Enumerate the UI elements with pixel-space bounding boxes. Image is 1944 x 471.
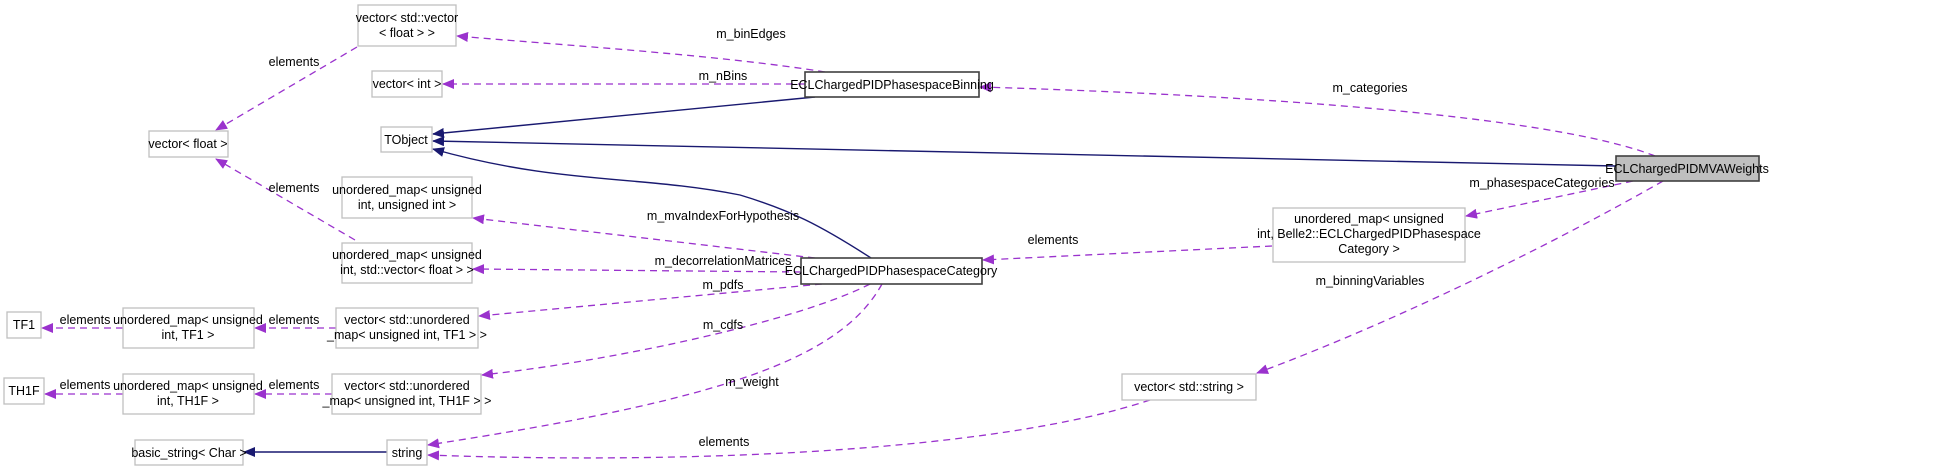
node-tobject[interactable]: TObject bbox=[380, 126, 433, 153]
edge-elements-umvec bbox=[215, 158, 356, 241]
svg-text:basic_string< Char >: basic_string< Char > bbox=[131, 446, 246, 460]
svg-text:int, unsigned int >: int, unsigned int > bbox=[358, 198, 456, 212]
node-vector-string[interactable]: vector< std::string > bbox=[1121, 373, 1257, 401]
svg-text:int, Belle2::ECLChargedPIDPhas: int, Belle2::ECLChargedPIDPhasespace bbox=[1257, 227, 1481, 241]
node-basic-string[interactable]: basic_string< Char > bbox=[131, 439, 247, 466]
edge-phasespace-categories bbox=[1465, 180, 1634, 219]
edge-labels: m_binEdges m_nBins m_categories elements… bbox=[60, 27, 1615, 449]
node-tf1[interactable]: TF1 bbox=[6, 311, 42, 339]
node-mva-weights[interactable]: ECLChargedPIDMVAWeights bbox=[1605, 155, 1769, 182]
node-phasespace-binning[interactable]: ECLChargedPIDPhasespaceBinning bbox=[790, 71, 994, 98]
edge-bin-edges bbox=[456, 31, 826, 73]
svg-text:vector< std::string >: vector< std::string > bbox=[1134, 380, 1244, 394]
edge-label-elements: elements bbox=[269, 55, 320, 69]
svg-text:_map< unsigned int, TH1F > >: _map< unsigned int, TH1F > > bbox=[322, 394, 492, 408]
edge-pdfs bbox=[478, 283, 823, 320]
node-vector-float[interactable]: vector< float > bbox=[148, 130, 229, 158]
svg-text:unordered_map< unsigned: unordered_map< unsigned bbox=[332, 248, 482, 262]
node-unordered-map-uint-uint[interactable]: unordered_map< unsigned int, unsigned in… bbox=[332, 176, 482, 219]
node-vector-unordered-map-th1f[interactable]: vector< std::unordered _map< unsigned in… bbox=[322, 373, 492, 415]
svg-text:ECLChargedPIDPhasespaceBinning: ECLChargedPIDPhasespaceBinning bbox=[790, 78, 994, 92]
svg-text:unordered_map< unsigned: unordered_map< unsigned bbox=[113, 379, 263, 393]
edge-label-n-bins: m_nBins bbox=[699, 69, 748, 83]
edge-label-phasespace-categories: m_phasespaceCategories bbox=[1469, 176, 1614, 190]
node-vector-vector-float[interactable]: vector< std::vector < float > > bbox=[356, 4, 458, 47]
node-unordered-map-uint-vector-float[interactable]: unordered_map< unsigned int, std::vector… bbox=[332, 242, 482, 284]
svg-text:int, TF1 >: int, TF1 > bbox=[162, 328, 215, 342]
edge-binning-inherits-tobject bbox=[432, 96, 816, 138]
svg-text:vector< std::vector: vector< std::vector bbox=[356, 11, 458, 25]
edge-categories bbox=[979, 82, 1656, 157]
svg-text:ECLChargedPIDMVAWeights: ECLChargedPIDMVAWeights bbox=[1605, 162, 1769, 176]
svg-text:int, std::vector< float > >: int, std::vector< float > > bbox=[340, 263, 474, 277]
edge-mvaweights-inherits-tobject bbox=[432, 136, 1617, 167]
edge-label-mva-index: m_mvaIndexForHypothesis bbox=[647, 209, 799, 223]
node-unordered-map-belle2-category[interactable]: unordered_map< unsigned int, Belle2::ECL… bbox=[1257, 207, 1481, 263]
svg-text:unordered_map< unsigned: unordered_map< unsigned bbox=[1294, 212, 1444, 226]
svg-text:Category >: Category > bbox=[1338, 242, 1400, 256]
edge-cdfs bbox=[481, 283, 871, 379]
edge-elements-vecvec bbox=[215, 46, 358, 131]
edge-category-inherits-tobject bbox=[432, 147, 872, 259]
edge-weight bbox=[427, 283, 883, 449]
svg-text:vector< std::unordered: vector< std::unordered bbox=[344, 379, 469, 393]
edge-label-cdfs: m_cdfs bbox=[703, 318, 743, 332]
node-vector-unordered-map-tf1[interactable]: vector< std::unordered _map< unsigned in… bbox=[326, 307, 487, 349]
edge-elements-string bbox=[427, 399, 1151, 461]
edge-label-pdfs: m_pdfs bbox=[703, 278, 744, 292]
node-phasespace-category[interactable]: ECLChargedPIDPhasespaceCategory bbox=[785, 257, 998, 285]
node-unordered-map-tf1[interactable]: unordered_map< unsigned int, TF1 > bbox=[113, 307, 263, 349]
svg-text:TF1: TF1 bbox=[13, 318, 35, 332]
node-string[interactable]: string bbox=[386, 439, 428, 466]
edge-label-elements: elements bbox=[699, 435, 750, 449]
svg-text:string: string bbox=[392, 446, 423, 460]
edge-label-categories: m_categories bbox=[1332, 81, 1407, 95]
svg-text:int, TH1F >: int, TH1F > bbox=[157, 394, 219, 408]
edge-label-elements: elements bbox=[269, 378, 320, 392]
edge-mva-index bbox=[472, 214, 816, 259]
svg-text:vector< float >: vector< float > bbox=[148, 137, 227, 151]
edge-label-elements: elements bbox=[60, 378, 111, 392]
edges bbox=[41, 31, 1664, 461]
node-vector-int[interactable]: vector< int > bbox=[371, 70, 443, 98]
edge-elements-belle2 bbox=[982, 245, 1273, 265]
edge-label-binning-variables: m_binningVariables bbox=[1316, 274, 1425, 288]
svg-text:TH1F: TH1F bbox=[8, 384, 40, 398]
edge-label-decorrelation: m_decorrelationMatrices bbox=[655, 254, 792, 268]
svg-text:vector< int >: vector< int > bbox=[373, 77, 442, 91]
edge-label-elements: elements bbox=[269, 313, 320, 327]
edge-label-elements: elements bbox=[1028, 233, 1079, 247]
svg-text:ECLChargedPIDPhasespaceCategor: ECLChargedPIDPhasespaceCategory bbox=[785, 264, 998, 278]
svg-text:unordered_map< unsigned: unordered_map< unsigned bbox=[332, 183, 482, 197]
svg-text:unordered_map< unsigned: unordered_map< unsigned bbox=[113, 313, 263, 327]
edge-label-elements: elements bbox=[269, 181, 320, 195]
edge-label-weight: m_weight bbox=[725, 375, 779, 389]
edge-binning-variables bbox=[1256, 180, 1664, 374]
edge-label-bin-edges: m_binEdges bbox=[716, 27, 786, 41]
node-th1f[interactable]: TH1F bbox=[3, 377, 45, 405]
svg-text:vector< std::unordered: vector< std::unordered bbox=[344, 313, 469, 327]
svg-text:TObject: TObject bbox=[384, 133, 428, 147]
svg-text:< float > >: < float > > bbox=[379, 26, 435, 40]
svg-text:_map< unsigned int, TF1 > >: _map< unsigned int, TF1 > > bbox=[326, 328, 487, 342]
edge-label-elements: elements bbox=[60, 313, 111, 327]
node-unordered-map-th1f[interactable]: unordered_map< unsigned int, TH1F > bbox=[113, 373, 263, 415]
edge-decorrelation bbox=[472, 264, 802, 275]
